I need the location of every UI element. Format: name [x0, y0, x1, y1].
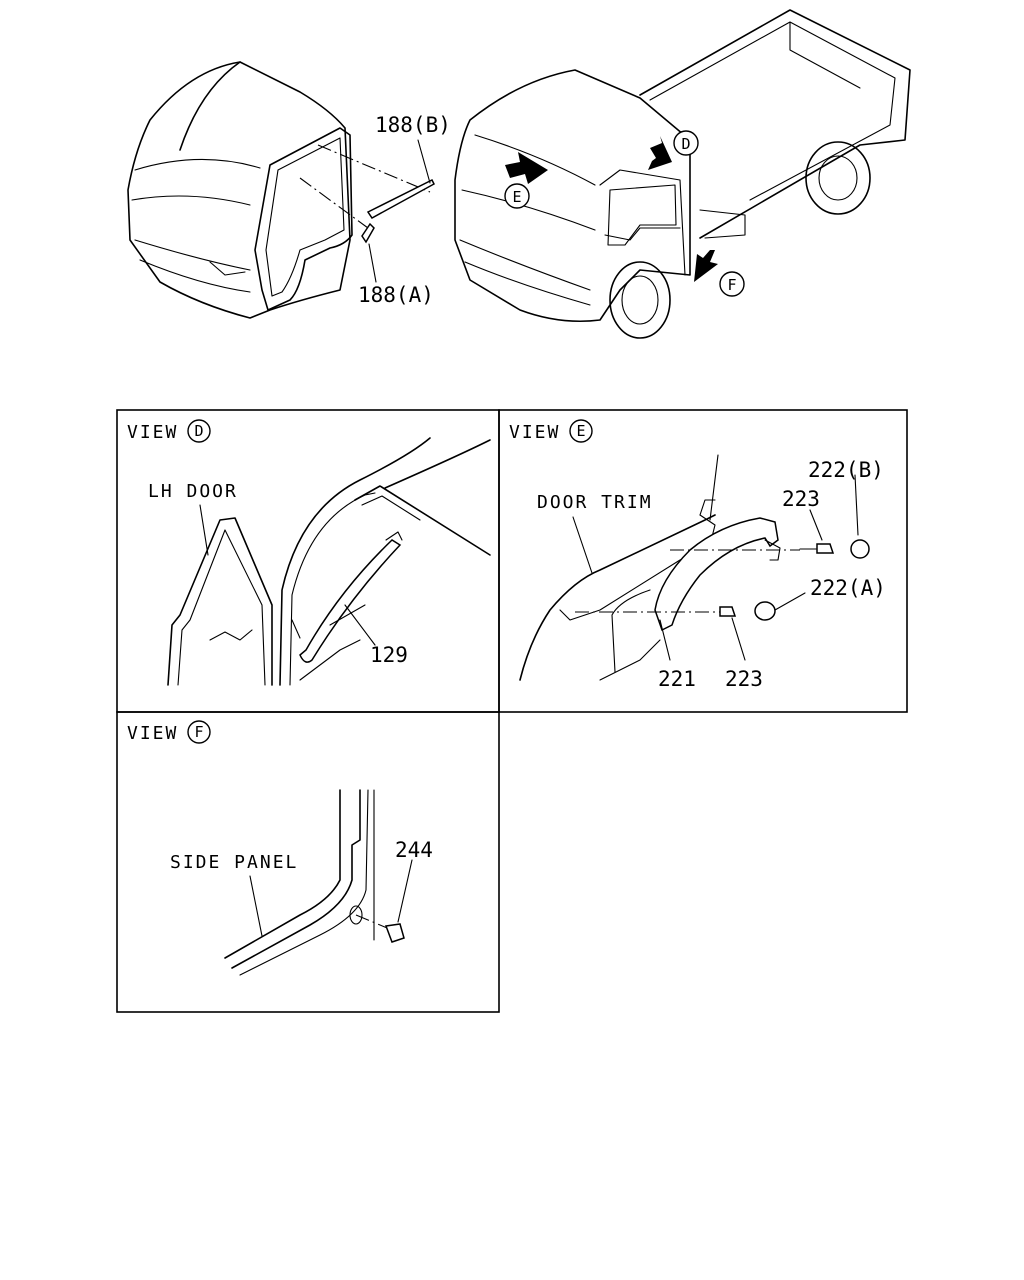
view-marker-e-label: E: [512, 188, 521, 206]
callout-223-top: 223: [782, 487, 820, 511]
view-e-title: VIEW: [509, 422, 560, 443]
callout-188b: 188(B): [375, 113, 451, 137]
callout-221: 221: [658, 667, 696, 691]
view-f-letter-circle: [187, 720, 211, 744]
callout-222b: 222(B): [808, 458, 884, 482]
view-f-title: VIEW: [127, 723, 178, 744]
view-d-drawing: [167, 437, 491, 686]
view-d-title: VIEW: [127, 422, 178, 443]
door-trim-label: DOOR TRIM: [537, 492, 653, 513]
view-marker-e: [504, 183, 530, 209]
panel-view-d: [116, 409, 500, 713]
callout-129: 129: [370, 643, 408, 667]
view-d-letter-circle: [187, 419, 211, 443]
callout-244: 244: [395, 838, 433, 862]
view-marker-d-label: D: [681, 135, 690, 153]
view-marker-f-label: F: [727, 276, 736, 294]
view-marker-f: [719, 271, 745, 297]
view-marker-d: [673, 130, 699, 156]
callout-222a: 222(A): [810, 576, 886, 600]
view-f-drawing: [224, 789, 413, 976]
callout-188a: 188(A): [358, 283, 434, 307]
view-e-drawing: [519, 454, 870, 681]
panel-view-e: [498, 409, 908, 713]
callout-223-bottom: 223: [725, 667, 763, 691]
view-d-letter: D: [194, 422, 203, 440]
view-f-letter: F: [194, 723, 203, 741]
view-e-letter: E: [576, 422, 585, 440]
truck-illustration: [454, 9, 911, 339]
view-e-letter-circle: [569, 419, 593, 443]
side-panel-label: SIDE PANEL: [170, 852, 298, 873]
lh-door-label: LH DOOR: [148, 481, 238, 502]
cab-illustration: [127, 61, 435, 319]
panel-view-f: [116, 711, 500, 1013]
